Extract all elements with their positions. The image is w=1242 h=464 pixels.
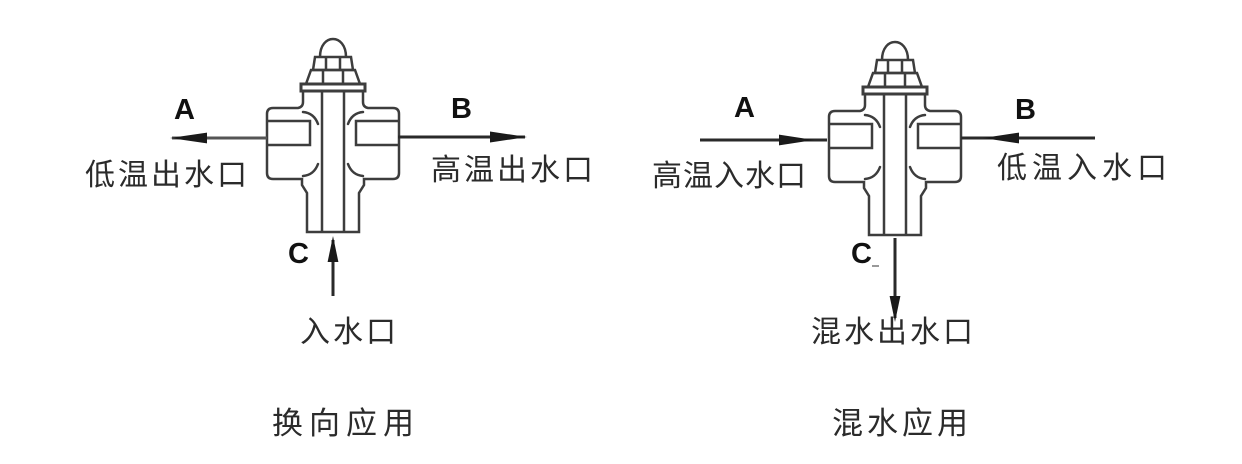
- port-letter-b: B: [1015, 94, 1036, 126]
- flow-arrow-b-out-right-icon: [398, 131, 527, 143]
- port-name-b: 低温入水口: [997, 152, 1172, 185]
- diagram-caption: 混水应用: [832, 406, 972, 441]
- diagram-diverting: A B C 低温出水口 高温出水口 入水口 换向应用: [85, 37, 596, 441]
- diagram-mixing: A B C 高温入水口 低温入水口 混水出水口 混水应用: [621, 0, 1242, 464]
- valve-schematic-mixing: [700, 40, 1095, 322]
- valve-schematic-diverting: [170, 37, 527, 296]
- flow-arrow-b-in-right-icon: [961, 132, 1095, 144]
- port-letter-c: C: [288, 238, 309, 270]
- flow-arrow-c-out-bottom-icon: [889, 238, 901, 322]
- port-letter-a: A: [734, 92, 755, 124]
- port-name-c: 混水出水口: [811, 316, 976, 349]
- flow-arrow-a-out-left-icon: [170, 132, 267, 144]
- port-name-c: 入水口: [300, 316, 399, 349]
- port-letter-a: A: [174, 94, 195, 126]
- port-letter-c: C: [851, 238, 872, 270]
- port-letter-b: B: [451, 93, 472, 125]
- flow-arrow-a-in-left-icon: [700, 134, 827, 146]
- diagram-caption: 换向应用: [272, 406, 420, 441]
- port-name-a: 低温出水口: [85, 159, 250, 192]
- flow-arrow-c-in-bottom-icon: [327, 236, 339, 296]
- port-name-a: 高温入水口: [652, 160, 807, 193]
- port-name-b: 高温出水口: [431, 154, 596, 187]
